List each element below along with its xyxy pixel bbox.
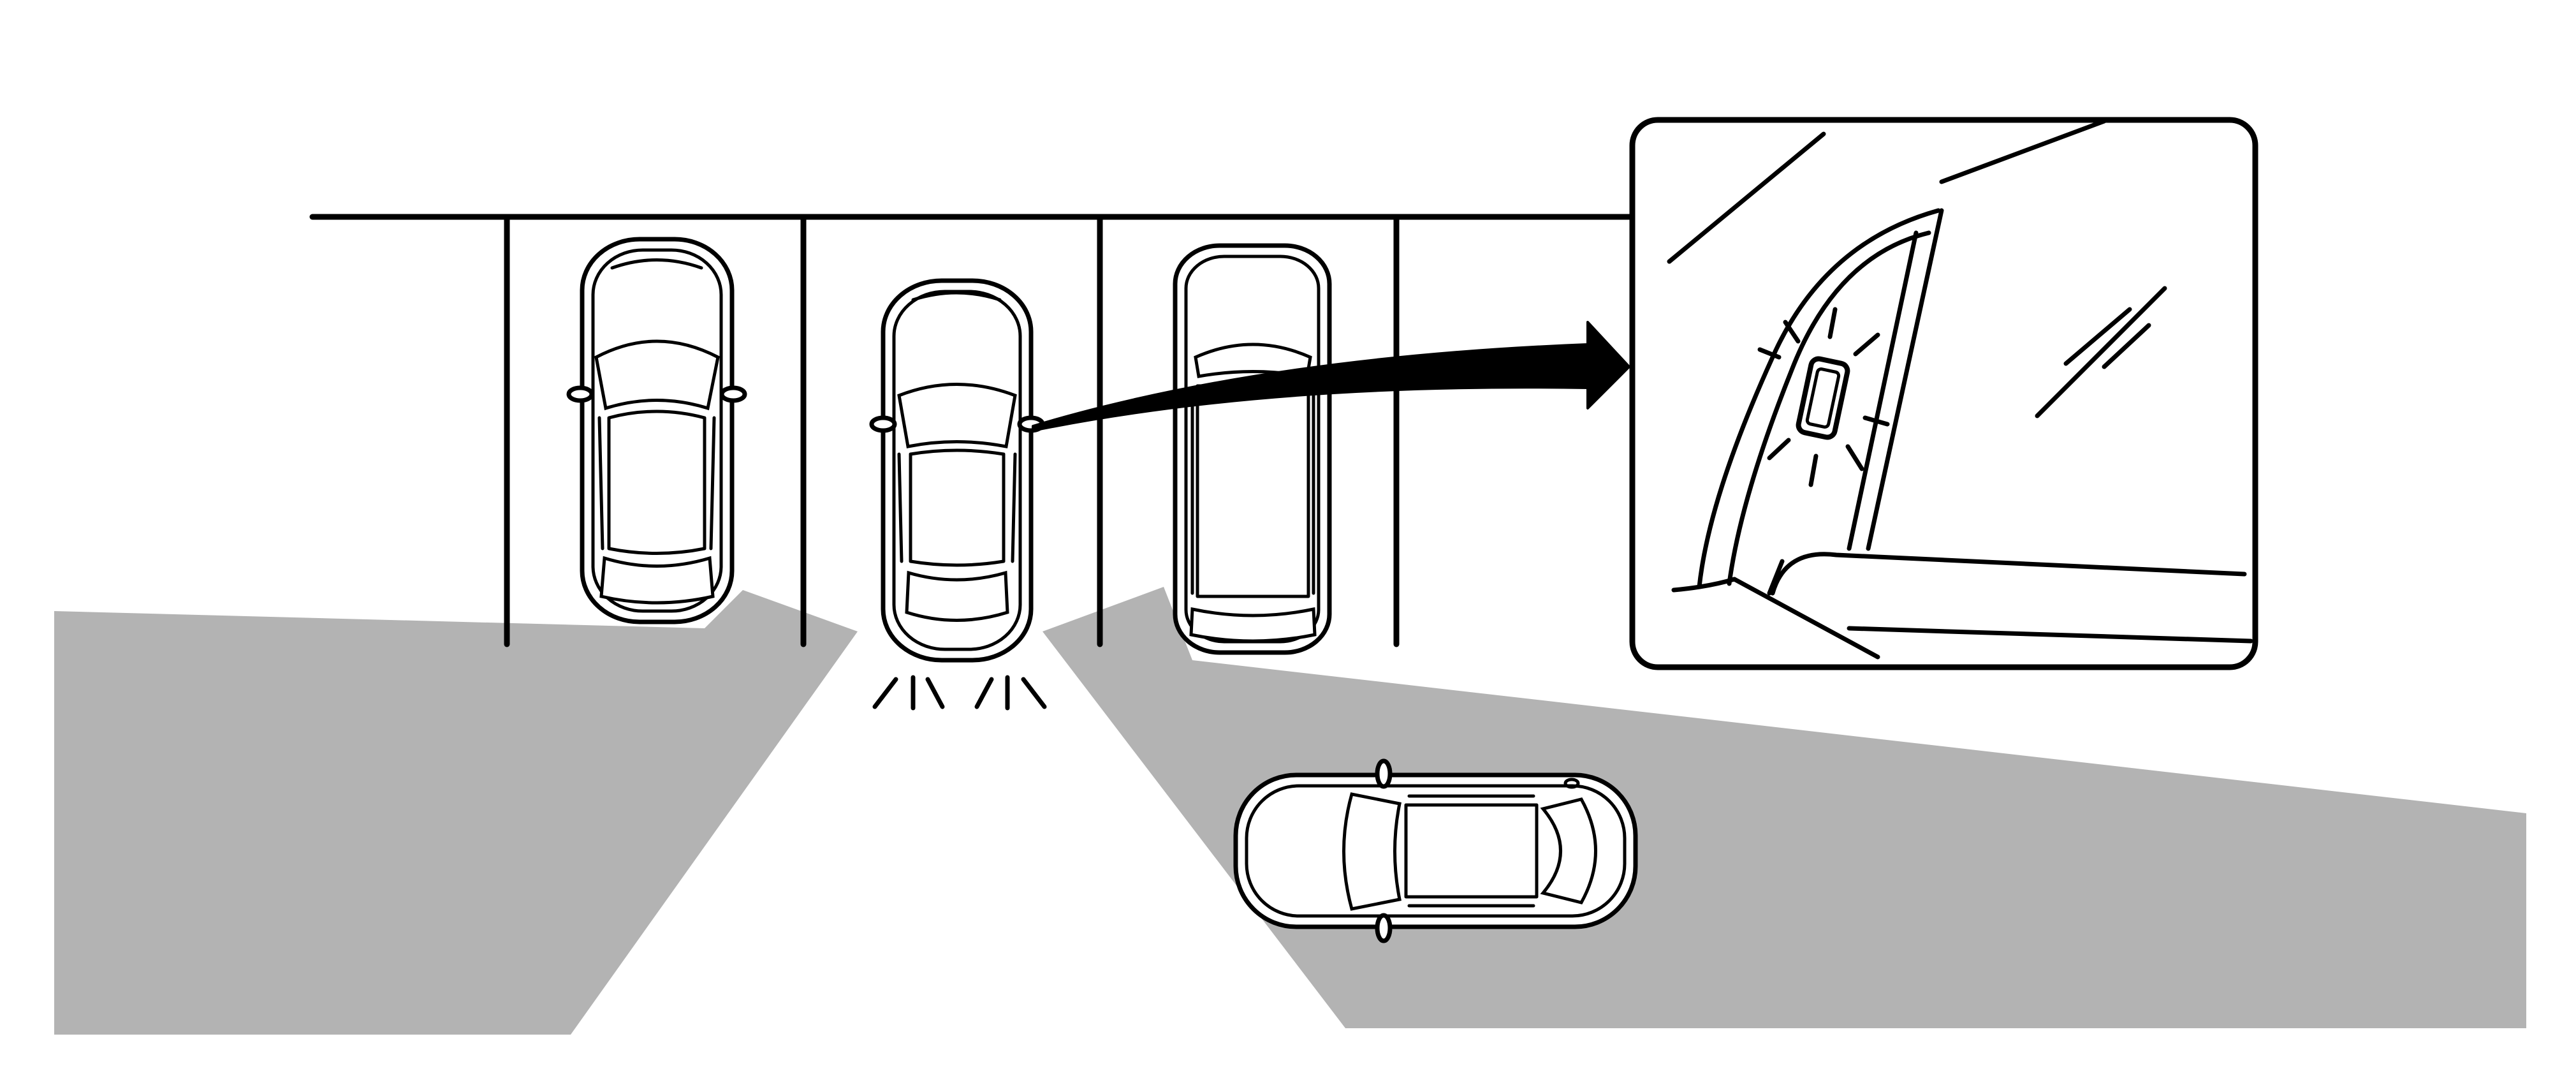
mirror-indicator-light-icon (1757, 307, 1890, 487)
callout-arrow-icon (1032, 321, 1630, 432)
approaching-mirror-top (1375, 758, 1393, 789)
approaching-car (1233, 758, 1638, 943)
mirror-left (566, 385, 594, 403)
parking-lines (309, 214, 1636, 647)
detection-zone-left (54, 590, 858, 1035)
own-mirror-left (869, 415, 897, 433)
approaching-mirror-bottom (1375, 913, 1393, 943)
parked-car-right (1173, 243, 1332, 655)
own-car-reversing (869, 278, 1045, 663)
flashing-light-icon (872, 675, 1047, 711)
inset-frame (1629, 117, 2258, 670)
mirror-detail-inset (1629, 117, 2258, 670)
mirror-right (719, 385, 747, 403)
parked-car-left (566, 237, 747, 624)
